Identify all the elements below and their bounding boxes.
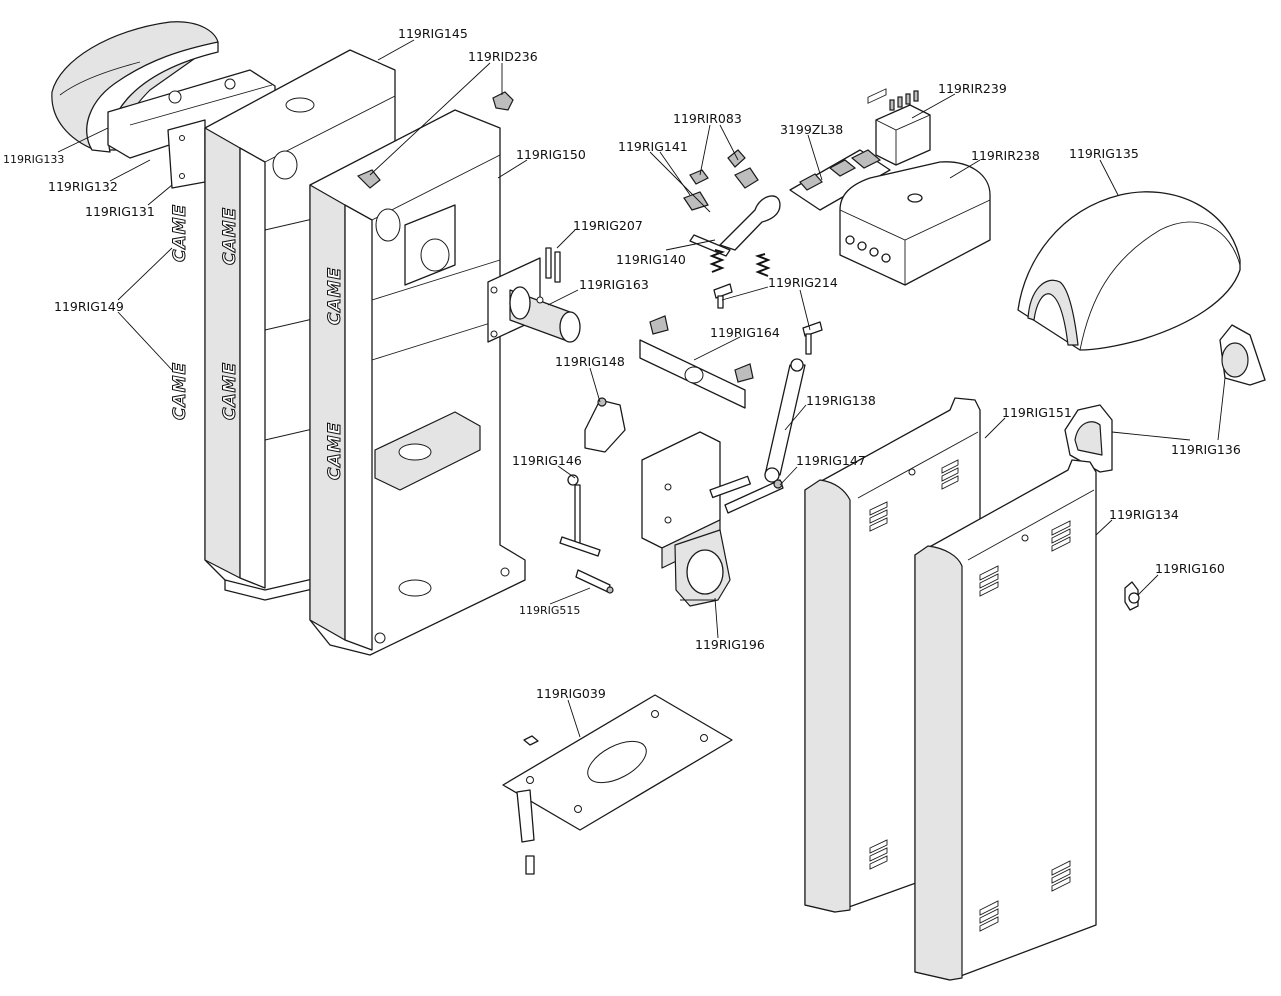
part-119RIG039-base-plate: [502, 694, 733, 875]
svg-text:CAME: CAME: [220, 362, 240, 420]
part-119RIG136-end-cap-right: [1219, 324, 1266, 386]
label-3199ZL38: 3199ZL38: [780, 122, 843, 137]
part-119RIG164-plate: [639, 315, 754, 409]
part-119RIG160-keylock: [1124, 581, 1140, 611]
part-119RIR238-electrical-box: [839, 161, 991, 286]
label-119RIG146: 119RIG146: [512, 453, 582, 468]
label-119RIG134: 119RIG134: [1109, 507, 1179, 522]
label-119RIG145: 119RIG145: [398, 26, 468, 41]
label-119RIG140: 119RIG140: [616, 252, 686, 267]
label-119RIG150: 119RIG150: [516, 147, 586, 162]
label-119RIG132: 119RIG132: [48, 179, 118, 194]
label-119RIG149: 119RIG149: [54, 299, 124, 314]
part-119RIR239-transformer: [875, 90, 931, 166]
part-119RIG149-logo-upper: CAME: [170, 203, 191, 262]
label-119RIG148: 119RIG148: [555, 354, 625, 369]
label-119RIG135: 119RIG135: [1069, 146, 1139, 161]
part-119RID236-clip: [356, 91, 514, 189]
part-119RIR083-switch: [727, 149, 759, 189]
label-119RIG131: 119RIG131: [85, 204, 155, 219]
label-119RIR083: 119RIR083: [673, 111, 742, 126]
part-labels: 119RIG133 119RIG132 119RIG131 119RIG149 …: [3, 26, 1241, 701]
vents-upper: [867, 88, 887, 104]
part-119RIG515-bolt-plate: [575, 569, 614, 594]
leader-lines: [57, 39, 1226, 738]
label-119RIG141: 119RIG141: [618, 139, 688, 154]
label-119RIG133: 119RIG133: [3, 153, 64, 166]
label-119RID236: 119RID236: [468, 49, 538, 64]
label-119RIG515: 119RIG515: [519, 604, 580, 617]
part-119RIG148-bracket: [584, 397, 626, 453]
part-119RIG136-end-cap-left: [1064, 404, 1113, 473]
part-119RIG135-top-cover: [1017, 191, 1241, 351]
svg-text:CAME: CAME: [220, 207, 240, 265]
part-119RIG150-front-housing: CAME CAME: [309, 109, 526, 656]
label-119RIG147: 119RIG147: [796, 453, 866, 468]
label-119RIG039: 119RIG039: [536, 686, 606, 701]
part-119RIG146-lever: [559, 474, 601, 557]
svg-text:CAME: CAME: [170, 204, 190, 262]
label-119RIG214: 119RIG214: [768, 275, 838, 290]
part-3199ZL38-control-board: [789, 149, 891, 211]
label-119RIG138: 119RIG138: [806, 393, 876, 408]
part-119RIG214-springs: [709, 249, 823, 355]
part-119RIG147-link: [724, 479, 784, 514]
part-119RIG131-plate: [167, 119, 206, 189]
label-119RIR238: 119RIR238: [971, 148, 1040, 163]
label-119RIG136: 119RIG136: [1171, 442, 1241, 457]
svg-text:CAME: CAME: [170, 362, 190, 420]
label-119RIR239: 119RIR239: [938, 81, 1007, 96]
label-119RIG160: 119RIG160: [1155, 561, 1225, 576]
label-119RIG163: 119RIG163: [579, 277, 649, 292]
part-119RIG196-gearmotor: [641, 431, 751, 607]
label-119RIG196: 119RIG196: [695, 637, 765, 652]
part-119RIG134-side-panel: [914, 459, 1097, 981]
part-119RIG163-shaft: [487, 257, 581, 343]
part-119RIG132-bracket: [107, 69, 276, 159]
label-119RIG164: 119RIG164: [710, 325, 780, 340]
svg-text:CAME: CAME: [325, 422, 345, 480]
part-119RIG207-pins: [545, 247, 561, 283]
part-119RIG149-logo-lower: CAME: [170, 361, 191, 420]
label-119RIG151: 119RIG151: [1002, 405, 1072, 420]
svg-text:CAME: CAME: [325, 267, 345, 325]
label-119RIG207: 119RIG207: [573, 218, 643, 233]
part-119RIG138-arm: [764, 358, 806, 483]
part-119RIG141-microswitch: [683, 169, 709, 211]
